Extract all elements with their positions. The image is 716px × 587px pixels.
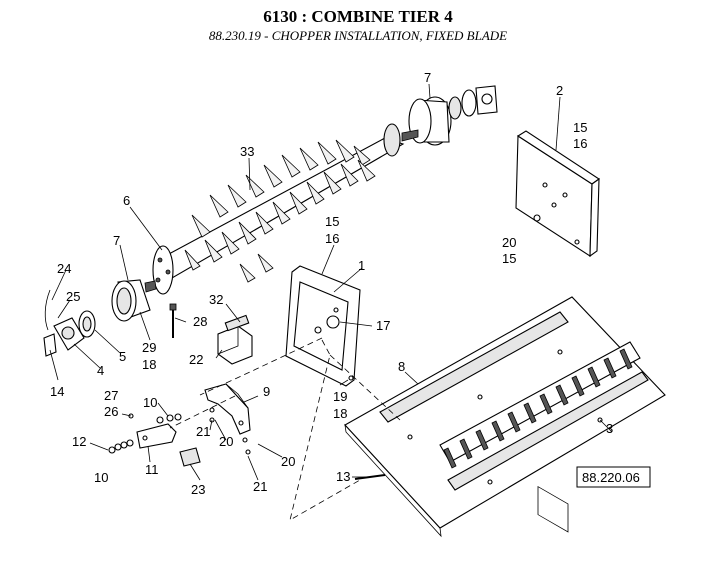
leader-lines	[49, 83, 613, 481]
rotor-blades	[184, 139, 376, 283]
part-side-frame	[285, 265, 361, 387]
part-bearing-housing-top	[401, 85, 498, 146]
callout-label: 9	[263, 384, 270, 399]
callout-label: 15	[573, 120, 587, 135]
callout-label: 5	[119, 349, 126, 364]
part-lower-bracket-9	[204, 383, 251, 435]
part-left-bearing-stack	[43, 289, 96, 357]
part-bearing-housing-left	[111, 279, 151, 322]
callout-label: 26	[104, 404, 118, 419]
callout-label: 7	[113, 233, 120, 248]
callout-label: 20	[219, 434, 233, 449]
callout-label: 24	[57, 261, 71, 276]
callout-label: 13	[336, 469, 350, 484]
callout-label: 19	[333, 389, 347, 404]
part-bracket-22	[217, 314, 253, 365]
callout-label: 16	[573, 136, 587, 151]
callout-label: 21	[253, 479, 267, 494]
part-plate-23	[179, 447, 201, 467]
small-hardware	[108, 407, 251, 455]
callout-label: 29	[142, 340, 156, 355]
counter-knife-teeth	[443, 348, 633, 469]
reference-box[interactable]: 88.220.06	[576, 466, 651, 488]
callout-label: 21	[196, 424, 210, 439]
callout-label: 6	[123, 193, 130, 208]
callout-label: 10	[143, 395, 157, 410]
callout-label: 7	[424, 70, 431, 85]
callout-label: 16	[325, 231, 339, 246]
callout-label: 20	[502, 235, 516, 250]
callout-label: 32	[209, 292, 223, 307]
callout-label: 18	[142, 357, 156, 372]
callout-label: 1	[358, 258, 365, 273]
callout-label: 18	[333, 406, 347, 421]
callout-label: 27	[104, 388, 118, 403]
callout-label: 12	[72, 434, 86, 449]
reference-box-label[interactable]: 88.220.06	[582, 470, 640, 485]
callout-label: 14	[50, 384, 64, 399]
assembly-lines	[169, 337, 401, 521]
page-title: 6130 : COMBINE TIER 4	[263, 7, 453, 26]
title-block: 6130 : COMBINE TIER 4 88.230.19 - CHOPPE…	[0, 6, 716, 44]
page-subtitle: 88.230.19 - CHOPPER INSTALLATION, FIXED …	[208, 28, 508, 43]
callout-label: 8	[398, 359, 405, 374]
callout-label: 11	[145, 462, 159, 477]
callout-label: 23	[191, 482, 205, 497]
callout-label: 33	[240, 144, 254, 159]
part-bolt-28	[169, 303, 177, 338]
callout-label: 25	[66, 289, 80, 304]
callout-label: 28	[193, 314, 207, 329]
callout-labels: 7 2 15 16 33 6 20 15 7 15 16 1 24 25 32 …	[50, 70, 613, 497]
callout-label: 20	[281, 454, 295, 469]
part-rear-panel	[515, 130, 600, 533]
callout-label: 2	[556, 83, 563, 98]
callout-label: 3	[606, 421, 613, 436]
callout-label: 17	[376, 318, 390, 333]
callout-label: 15	[325, 214, 339, 229]
callout-label: 15	[502, 251, 516, 266]
callout-label: 10	[94, 470, 108, 485]
part-chopper-rotor	[144, 123, 405, 295]
part-lever-11	[136, 423, 177, 449]
callout-label: 4	[97, 363, 104, 378]
callout-label: 22	[189, 352, 203, 367]
part-counter-knife-assembly	[344, 296, 666, 538]
